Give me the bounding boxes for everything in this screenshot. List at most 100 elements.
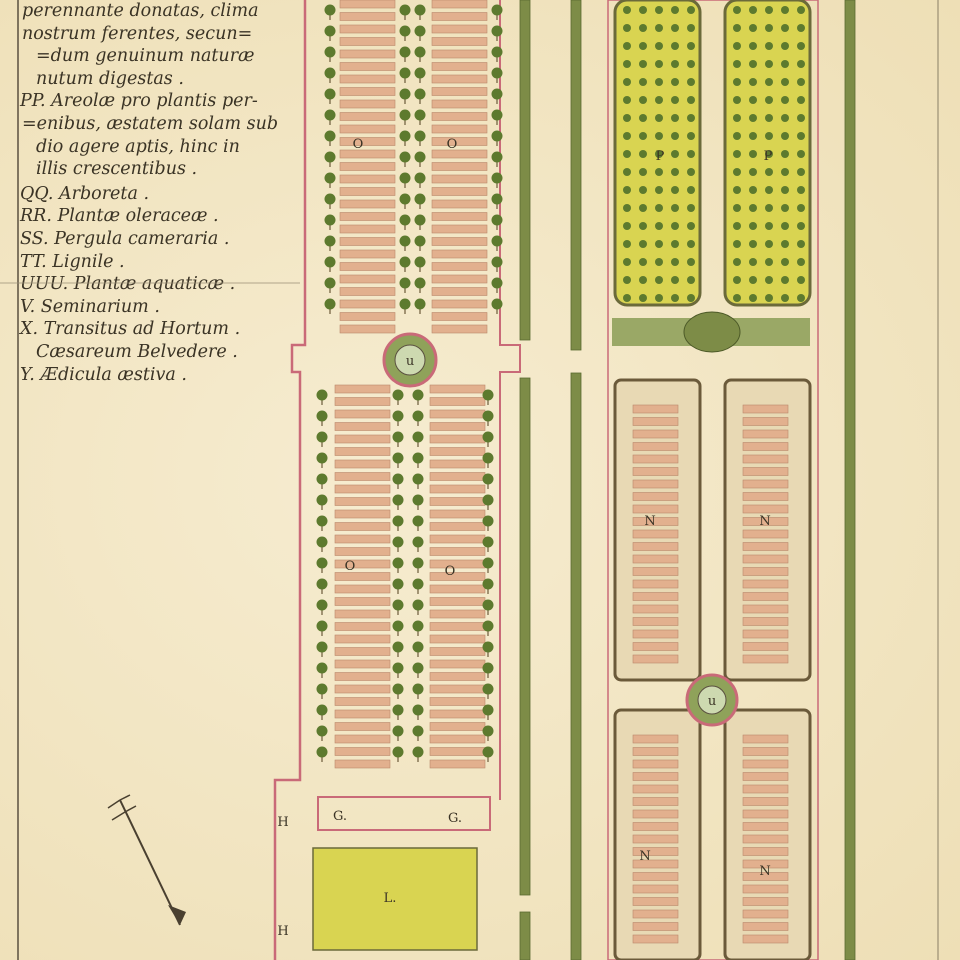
orchard-tree xyxy=(687,96,695,104)
tree xyxy=(392,683,404,695)
tree xyxy=(412,704,424,716)
tree xyxy=(482,473,494,485)
orchard-tree xyxy=(797,276,805,284)
orchard-tree xyxy=(797,114,805,122)
flower-bed xyxy=(431,262,488,271)
bed-label-o: O xyxy=(445,564,456,579)
tree xyxy=(392,599,404,611)
tree xyxy=(399,193,411,205)
orchard-tree xyxy=(623,204,631,212)
orchard-tree xyxy=(765,6,773,14)
tree xyxy=(482,515,494,527)
orchard-tree xyxy=(639,132,647,140)
flower-bed xyxy=(632,554,679,564)
flower-bed xyxy=(339,274,396,284)
orchard-tree xyxy=(749,222,757,230)
orchard-tree xyxy=(797,204,805,212)
orchard-tree xyxy=(781,6,789,14)
flower-bed xyxy=(742,579,789,589)
orchard-tree xyxy=(687,294,695,302)
tree xyxy=(414,130,426,142)
legend-line: PP. Areolæ pro plantis per- xyxy=(20,91,258,112)
flower-bed xyxy=(742,479,789,489)
orchard-tree xyxy=(797,132,805,140)
flower-bed xyxy=(742,617,789,626)
flower-bed xyxy=(334,584,391,594)
flower-bed xyxy=(632,822,679,831)
flower-bed xyxy=(742,934,789,944)
legend-line: illis crescentibus . xyxy=(36,159,198,180)
tree xyxy=(414,298,426,310)
tree xyxy=(324,151,336,163)
tree xyxy=(324,130,336,142)
flower-bed xyxy=(742,629,789,639)
fountain-label: u xyxy=(708,694,716,709)
flower-bed xyxy=(339,249,396,259)
flower-bed xyxy=(334,384,391,394)
orchard-tree xyxy=(639,42,647,50)
tree xyxy=(412,683,424,695)
tree xyxy=(399,88,411,100)
flower-bed xyxy=(632,442,679,451)
orchard-tree xyxy=(765,186,773,194)
tree xyxy=(482,389,494,401)
orchard-tree xyxy=(639,204,647,212)
orchard-tree xyxy=(765,96,773,104)
tree xyxy=(414,151,426,163)
orchard-tree xyxy=(655,186,663,194)
hedge-strip xyxy=(570,0,582,351)
flower-bed xyxy=(742,654,789,664)
flower-bed xyxy=(339,49,396,59)
fountain-center xyxy=(697,685,727,715)
flower-bed xyxy=(339,299,396,309)
flower-bed xyxy=(334,409,391,419)
tree xyxy=(412,620,424,632)
tree xyxy=(399,109,411,121)
orchard-tree xyxy=(671,114,679,122)
tree xyxy=(316,536,328,548)
tree xyxy=(482,494,494,506)
flower-bed xyxy=(334,447,391,456)
orchard-tree xyxy=(671,240,679,248)
orchard-tree xyxy=(671,204,679,212)
tree xyxy=(392,746,404,758)
tree xyxy=(399,172,411,184)
flower-bed xyxy=(334,497,391,506)
tree xyxy=(324,193,336,205)
tree xyxy=(392,515,404,527)
flower-bed xyxy=(339,74,396,84)
tree xyxy=(482,410,494,422)
flower-bed xyxy=(632,467,679,476)
flower-bed xyxy=(334,734,391,744)
flower-bed xyxy=(334,609,391,619)
tree xyxy=(324,235,336,247)
tree xyxy=(482,725,494,737)
bed-label-o: O xyxy=(447,137,458,152)
tree xyxy=(491,214,503,226)
flower-bed xyxy=(339,237,396,246)
orchard-tree xyxy=(749,240,757,248)
tree xyxy=(392,473,404,485)
tree xyxy=(316,641,328,653)
tree xyxy=(399,46,411,58)
orchard-tree xyxy=(797,150,805,158)
tree xyxy=(316,725,328,737)
g-building xyxy=(317,796,491,831)
hedge-strip xyxy=(844,0,856,960)
tree xyxy=(392,620,404,632)
flower-bed xyxy=(632,517,679,526)
orchard-tree xyxy=(749,132,757,140)
orchard-tree xyxy=(687,168,695,176)
flower-bed xyxy=(339,174,396,184)
orchard-tree xyxy=(781,240,789,248)
flower-bed xyxy=(429,447,486,456)
flower-bed xyxy=(742,592,789,601)
flower-bed xyxy=(429,434,486,444)
flower-bed xyxy=(742,784,789,794)
orchard-tree xyxy=(749,204,757,212)
flower-bed xyxy=(632,404,679,414)
orchard-tree xyxy=(781,42,789,50)
orchard-tree xyxy=(749,24,757,32)
legend-line: TT. Lignile . xyxy=(20,251,125,272)
